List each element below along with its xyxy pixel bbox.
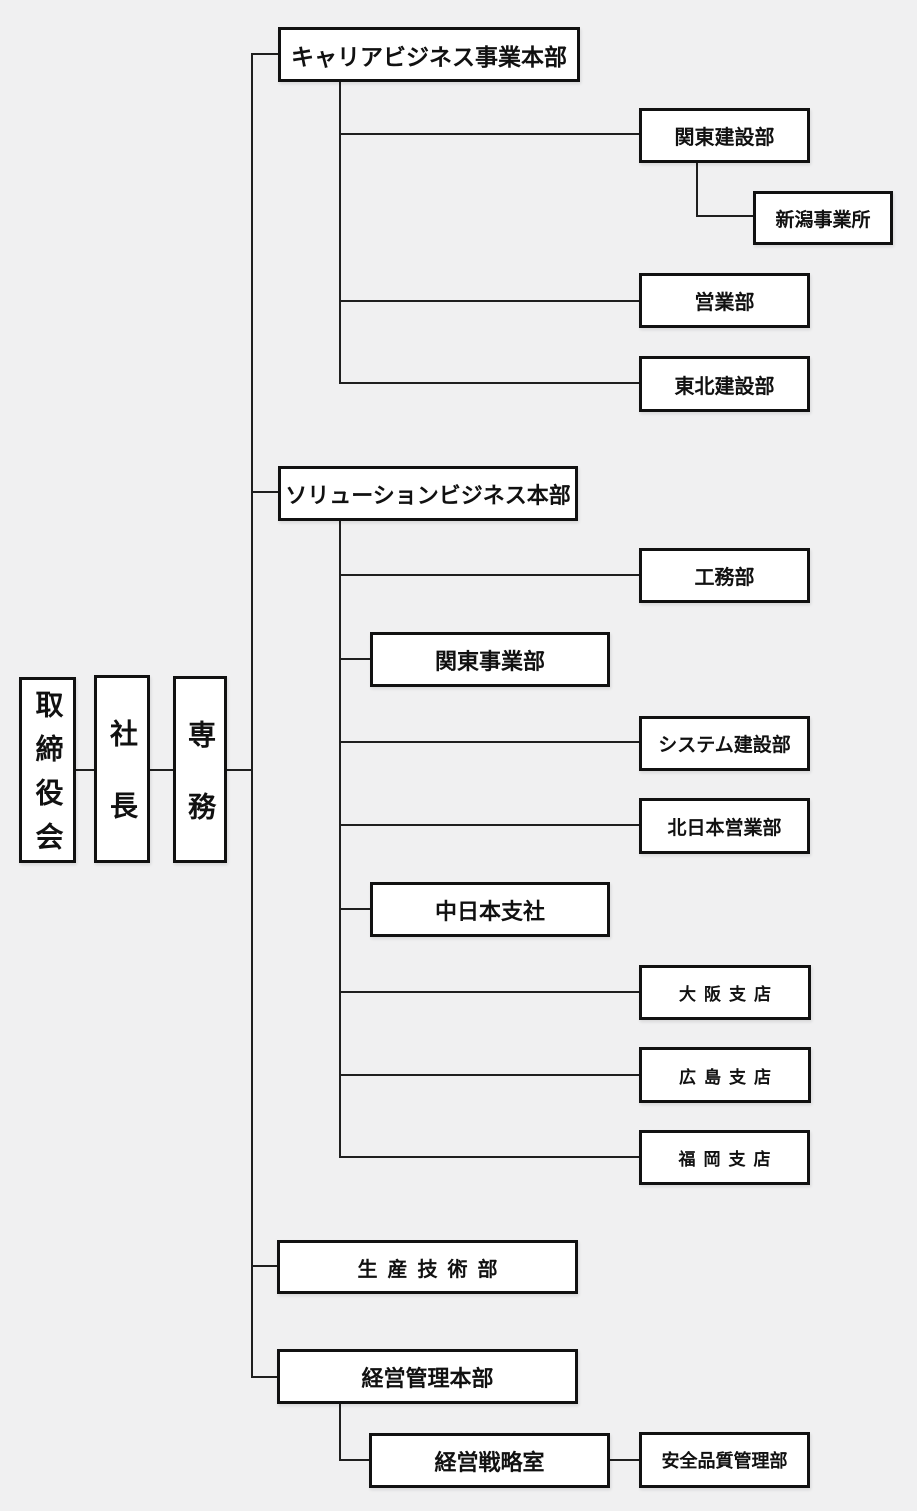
node-central-japan-branch: 中日本支社: [370, 882, 610, 937]
node-board-of-directors: 取締役会: [19, 677, 76, 866]
connector-career-subtrunk: [339, 82, 341, 384]
connector-niigata-horizontal: [696, 215, 753, 217]
node-safety-quality-management-dept: 安全品質管理部: [639, 1432, 810, 1488]
node-management-strategy-office: 経営戦略室: [369, 1433, 610, 1488]
node-solution-business-hq: ソリューションビジネス本部: [278, 466, 578, 521]
connector-branch-central-japan: [339, 908, 370, 910]
node-career-business-division-hq: キャリアビジネス事業本部: [278, 27, 580, 82]
connector-branch-hiroshima: [339, 1074, 639, 1076]
connector-branch-kanto-business: [339, 658, 370, 660]
connector-branch-kanto-construction: [339, 133, 639, 135]
connector-main-trunk: [251, 53, 253, 1378]
node-fukuoka-branch: 福岡支店: [639, 1130, 810, 1185]
node-senior-managing-director: 専務: [173, 676, 227, 864]
connector-branch-tohoku-construction: [339, 382, 639, 384]
node-production-engineering-dept: 生産技術部: [277, 1240, 578, 1294]
connector-branch-career-hq: [251, 53, 278, 55]
connector-board-president: [76, 769, 94, 771]
node-kanto-construction-dept: 関東建設部: [639, 108, 810, 163]
node-sales-dept: 営業部: [639, 273, 810, 328]
node-kanto-business-dept: 関東事業部: [370, 632, 610, 687]
node-tohoku-construction-dept: 東北建設部: [639, 356, 810, 412]
connector-branch-sales: [339, 300, 639, 302]
connector-branch-osaka: [339, 991, 639, 993]
connector-branch-solution-hq: [251, 491, 278, 493]
node-system-construction-dept: システム建設部: [639, 716, 810, 771]
connector-branch-north-japan-sales: [339, 824, 639, 826]
connector-branch-management-admin: [251, 1376, 277, 1378]
connector-director-trunk: [227, 769, 253, 771]
node-osaka-branch: 大阪支店: [639, 965, 811, 1020]
connector-niigata-vertical: [696, 163, 698, 217]
connector-strategy-safety: [610, 1459, 639, 1461]
connector-branch-fukuoka: [339, 1156, 639, 1158]
connector-management-subtrunk: [339, 1404, 341, 1461]
node-president: 社長: [94, 675, 150, 863]
connector-branch-engineering: [339, 574, 639, 576]
node-management-administration-hq: 経営管理本部: [277, 1349, 578, 1404]
connector-president-director: [150, 769, 173, 771]
node-hiroshima-branch: 広島支店: [639, 1047, 811, 1103]
node-engineering-dept: 工務部: [639, 548, 810, 603]
connector-branch-production-engineering: [251, 1265, 277, 1267]
connector-branch-strategy-office: [339, 1459, 369, 1461]
node-niigata-office: 新潟事業所: [753, 191, 893, 245]
connector-branch-system-construction: [339, 741, 639, 743]
node-north-japan-sales-dept: 北日本営業部: [639, 798, 810, 854]
connector-solution-subtrunk: [339, 521, 341, 1158]
